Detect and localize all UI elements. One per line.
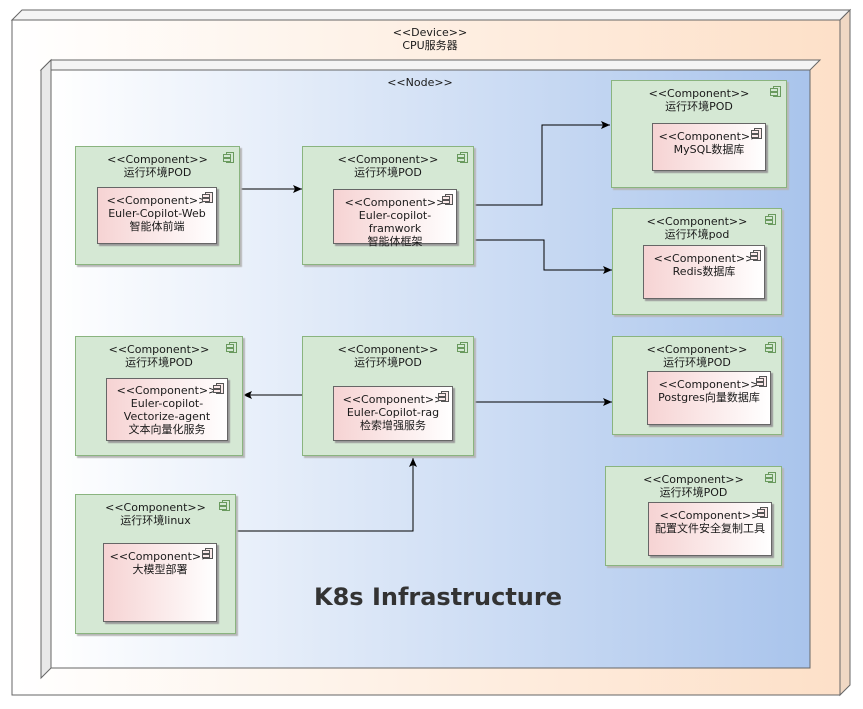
component-euler-copilot-rag[interactable]: <<Component>> Euler-Copilot-rag 检索增强服务	[333, 386, 453, 441]
component-name: 大模型部署	[132, 563, 188, 576]
pod-stereotype: <<Component>>	[337, 343, 439, 356]
pod-redis[interactable]: <<Component>> 运行环境pod <<Component>> Redi…	[612, 208, 782, 315]
pod-postgres[interactable]: <<Component>> 运行环境POD <<Component>> Post…	[612, 336, 782, 435]
component-icon	[219, 500, 230, 511]
pod-name: 运行环境POD	[659, 486, 728, 499]
component-name: Postgres向量数据库	[658, 391, 760, 404]
infra-title: K8s Infrastructure	[314, 583, 563, 611]
component-redis[interactable]: <<Component>> Redis数据库	[643, 245, 765, 299]
node-stereotype: <<Node>>	[387, 76, 453, 89]
pod-linux[interactable]: <<Component>> 运行环境linux <<Component>> 大模…	[75, 494, 236, 634]
component-name: 配置文件安全复制工具	[655, 522, 765, 535]
component-icon	[438, 391, 449, 402]
component-icon	[202, 192, 213, 203]
component-llm-deploy[interactable]: <<Component>> 大模型部署	[103, 543, 217, 622]
device-stereotype: <<Device>>	[392, 26, 468, 39]
pod-stereotype: <<Component>>	[108, 343, 210, 356]
component-stereotype: <<Component>>	[342, 393, 444, 406]
pod-stereotype: <<Component>>	[337, 153, 439, 166]
component-name: MySQL数据库	[673, 143, 745, 156]
component-icon	[757, 507, 768, 518]
component-icon	[457, 342, 468, 353]
pod-stereotype: <<Component>>	[646, 215, 748, 228]
component-icon	[457, 152, 468, 163]
pod-framework[interactable]: <<Component>> 运行环境POD <<Component>> Eule…	[302, 146, 474, 265]
component-name: Euler-copilot- Vectorize-agent 文本向量化服务	[123, 397, 211, 436]
component-mysql[interactable]: <<Component>> MySQL数据库	[652, 123, 766, 171]
component-icon	[751, 128, 762, 139]
pod-rag[interactable]: <<Component>> 运行环境POD <<Component>> Eule…	[302, 336, 474, 456]
pod-name: 运行环境POD	[123, 166, 192, 179]
component-stereotype: <<Component>>	[658, 130, 760, 143]
pod-name: 运行环境pod	[664, 228, 730, 241]
component-icon	[223, 152, 234, 163]
component-euler-copilot-web[interactable]: <<Component>> Euler-Copilot-Web 智能体前端	[97, 187, 217, 244]
component-stereotype: <<Component>>	[659, 509, 761, 522]
component-icon	[226, 342, 237, 353]
component-postgres[interactable]: <<Component>> Postgres向量数据库	[647, 371, 771, 425]
pod-name: 运行环境POD	[354, 166, 422, 179]
component-icon	[765, 214, 776, 225]
component-name: Euler-copilot-framwork 智能体框架	[358, 209, 432, 248]
pod-web[interactable]: <<Component>> 运行环境POD <<Component>> Eule…	[75, 146, 240, 265]
component-name: Redis数据库	[672, 265, 736, 278]
pod-vectorize[interactable]: <<Component>> 运行环境POD <<Component>> Eule…	[75, 336, 243, 456]
component-icon	[442, 194, 453, 205]
component-stereotype: <<Component>>	[658, 378, 760, 391]
component-config-copy-tool[interactable]: <<Component>> 配置文件安全复制工具	[648, 502, 772, 556]
device-name: CPU服务器	[402, 39, 458, 52]
pod-name: 运行环境linux	[120, 514, 191, 527]
arrow-framework-to-mysql	[474, 121, 610, 206]
component-euler-copilot-framework[interactable]: <<Component>> Euler-copilot-framwork 智能体…	[333, 189, 457, 248]
pod-stereotype: <<Component>>	[105, 501, 206, 514]
component-stereotype: <<Component>>	[653, 252, 755, 265]
component-icon	[756, 376, 767, 387]
component-icon	[770, 86, 781, 97]
component-icon	[213, 383, 224, 394]
component-stereotype: <<Component>>	[344, 196, 446, 209]
component-stereotype: <<Component>>	[116, 384, 218, 397]
component-icon	[750, 250, 761, 261]
pod-mysql[interactable]: <<Component>> 运行环境POD <<Component>> MySQ…	[611, 80, 787, 188]
pod-stereotype: <<Component>>	[643, 473, 744, 486]
pod-stereotype: <<Component>>	[646, 343, 748, 356]
component-stereotype: <<Component>>	[109, 550, 211, 563]
component-icon	[765, 342, 776, 353]
component-icon	[765, 472, 776, 483]
component-icon	[202, 548, 213, 559]
component-name: Euler-Copilot-Web 智能体前端	[108, 207, 206, 233]
component-vectorize-agent[interactable]: <<Component>> Euler-copilot- Vectorize-a…	[106, 378, 228, 441]
device-label: <<Device>> CPU服务器	[340, 26, 520, 52]
pod-stereotype: <<Component>>	[107, 153, 208, 166]
component-name: Euler-Copilot-rag 检索增强服务	[346, 406, 440, 432]
pod-config-copy[interactable]: <<Component>> 运行环境POD <<Component>> 配置文件…	[605, 466, 782, 566]
pod-name: 运行环境POD	[354, 356, 422, 369]
pod-name: 运行环境POD	[663, 356, 731, 369]
arrow-framework-to-redis	[474, 239, 612, 274]
arrow-linux-to-rag	[236, 458, 417, 532]
pod-stereotype: <<Component>>	[648, 87, 750, 100]
component-stereotype: <<Component>>	[106, 194, 208, 207]
pod-name: 运行环境POD	[125, 356, 193, 369]
pod-name: 运行环境POD	[665, 100, 733, 113]
